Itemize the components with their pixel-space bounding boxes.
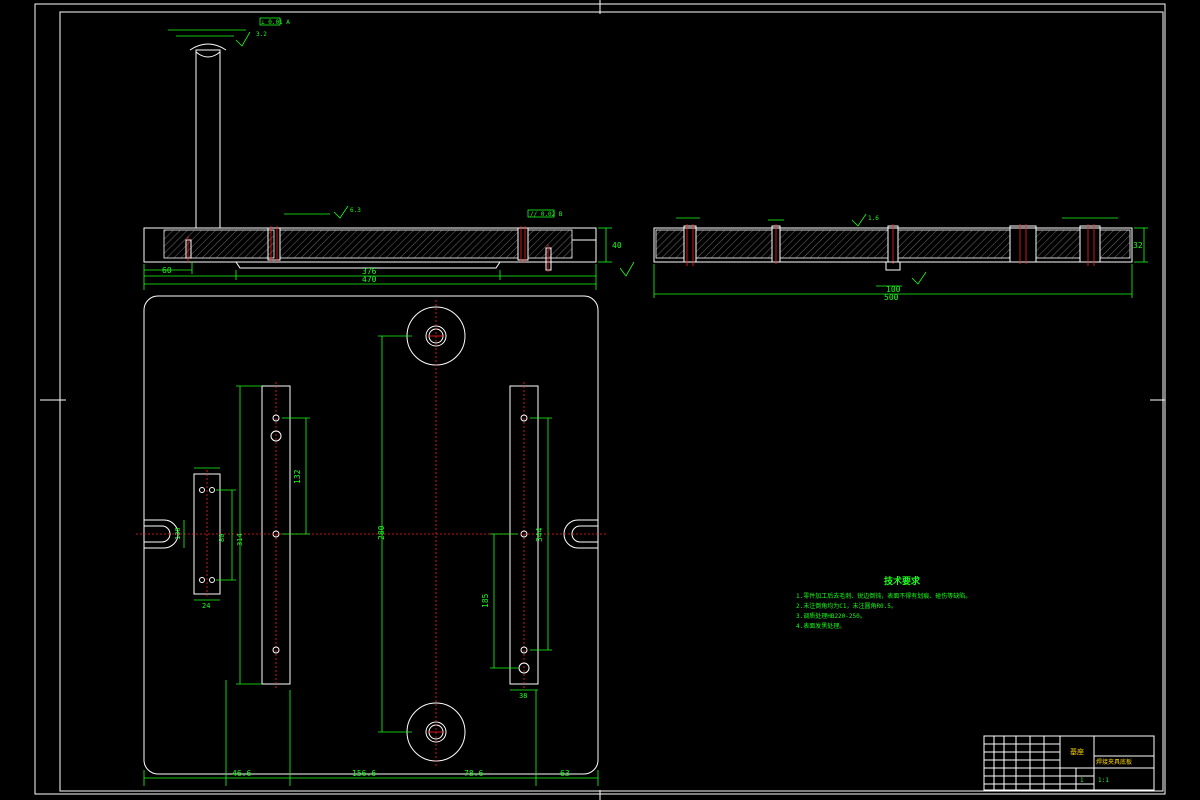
- technical-requirements: 技术要求 1.零件加工后去毛刺、锐边倒钝，表面不得有划痕、碰伤等缺陷。 2.未注…: [796, 575, 971, 630]
- dim-plate-b: 80: [218, 534, 226, 542]
- dim-plate-width: 24: [202, 602, 210, 610]
- tolerance-frame-1: ⊥ 0.01 A: [261, 19, 290, 26]
- tech-req-title: 技术要求: [884, 575, 921, 587]
- tech-req-item-3: 3.调质处理HB220-250。: [796, 612, 866, 620]
- dim-rail-left: 132: [293, 469, 302, 484]
- title-block-sheet: 1: [1080, 777, 1084, 784]
- title-block-scale: 1:1: [1098, 777, 1109, 784]
- dim-plan-4: 63: [560, 769, 570, 778]
- title-block-part-name: 基座: [1070, 747, 1084, 756]
- dim-slot: 130: [174, 527, 182, 540]
- dim-plan-main: 280: [377, 525, 386, 540]
- side-section-view: [653, 224, 1133, 271]
- surface-mark-front: 6.3: [350, 207, 361, 214]
- surface-mark-top: 3.2: [256, 31, 267, 38]
- dim-rail-right-lower: 185: [481, 593, 490, 608]
- dim-plan-3: 78.6: [464, 769, 483, 778]
- dim-rail-width: 38: [519, 692, 527, 700]
- dim-side-overall: 500: [884, 293, 899, 302]
- front-section-view: [143, 43, 597, 272]
- dim-side-inner: 100: [886, 285, 901, 294]
- side-view-dimensions: 100 500 32 1.6: [653, 213, 1148, 302]
- front-view-dimensions: 376 470 60 40 ⊥ 0.01 A 3.2 6.3 // 0.02 B: [143, 17, 635, 290]
- dim-plan-2: 156.6: [352, 769, 376, 778]
- surface-mark-side: 1.6: [868, 215, 879, 222]
- dim-front-overall: 470: [362, 275, 377, 284]
- dim-plan-1: 46.6: [232, 769, 251, 778]
- title-block: 基座 焊接夹具底板 1:1 1: [983, 735, 1155, 791]
- sheet-frame: [34, 0, 1166, 800]
- title-block-drawing-name: 焊接夹具底板: [1096, 758, 1132, 766]
- dim-rail-right: 344: [535, 527, 544, 542]
- plan-view-dimensions: 46.6 156.6 78.6 63 280 132 344 185 80 31…: [143, 335, 599, 786]
- tech-req-item-4: 4.表面发黑处理。: [796, 622, 845, 630]
- dim-front-height: 40: [612, 241, 622, 250]
- plan-view: [136, 295, 606, 775]
- dim-front-left: 60: [162, 266, 172, 275]
- dim-front-inner: 376: [362, 267, 377, 276]
- tech-req-item-1: 1.零件加工后去毛刺、锐边倒钝，表面不得有划痕、碰伤等缺陷。: [796, 592, 971, 600]
- dim-side-height: 32: [1133, 241, 1143, 250]
- tolerance-frame-2: // 0.02 B: [530, 211, 563, 218]
- tech-req-item-2: 2.未注倒角均为C1，未注圆角R0.5。: [796, 602, 897, 610]
